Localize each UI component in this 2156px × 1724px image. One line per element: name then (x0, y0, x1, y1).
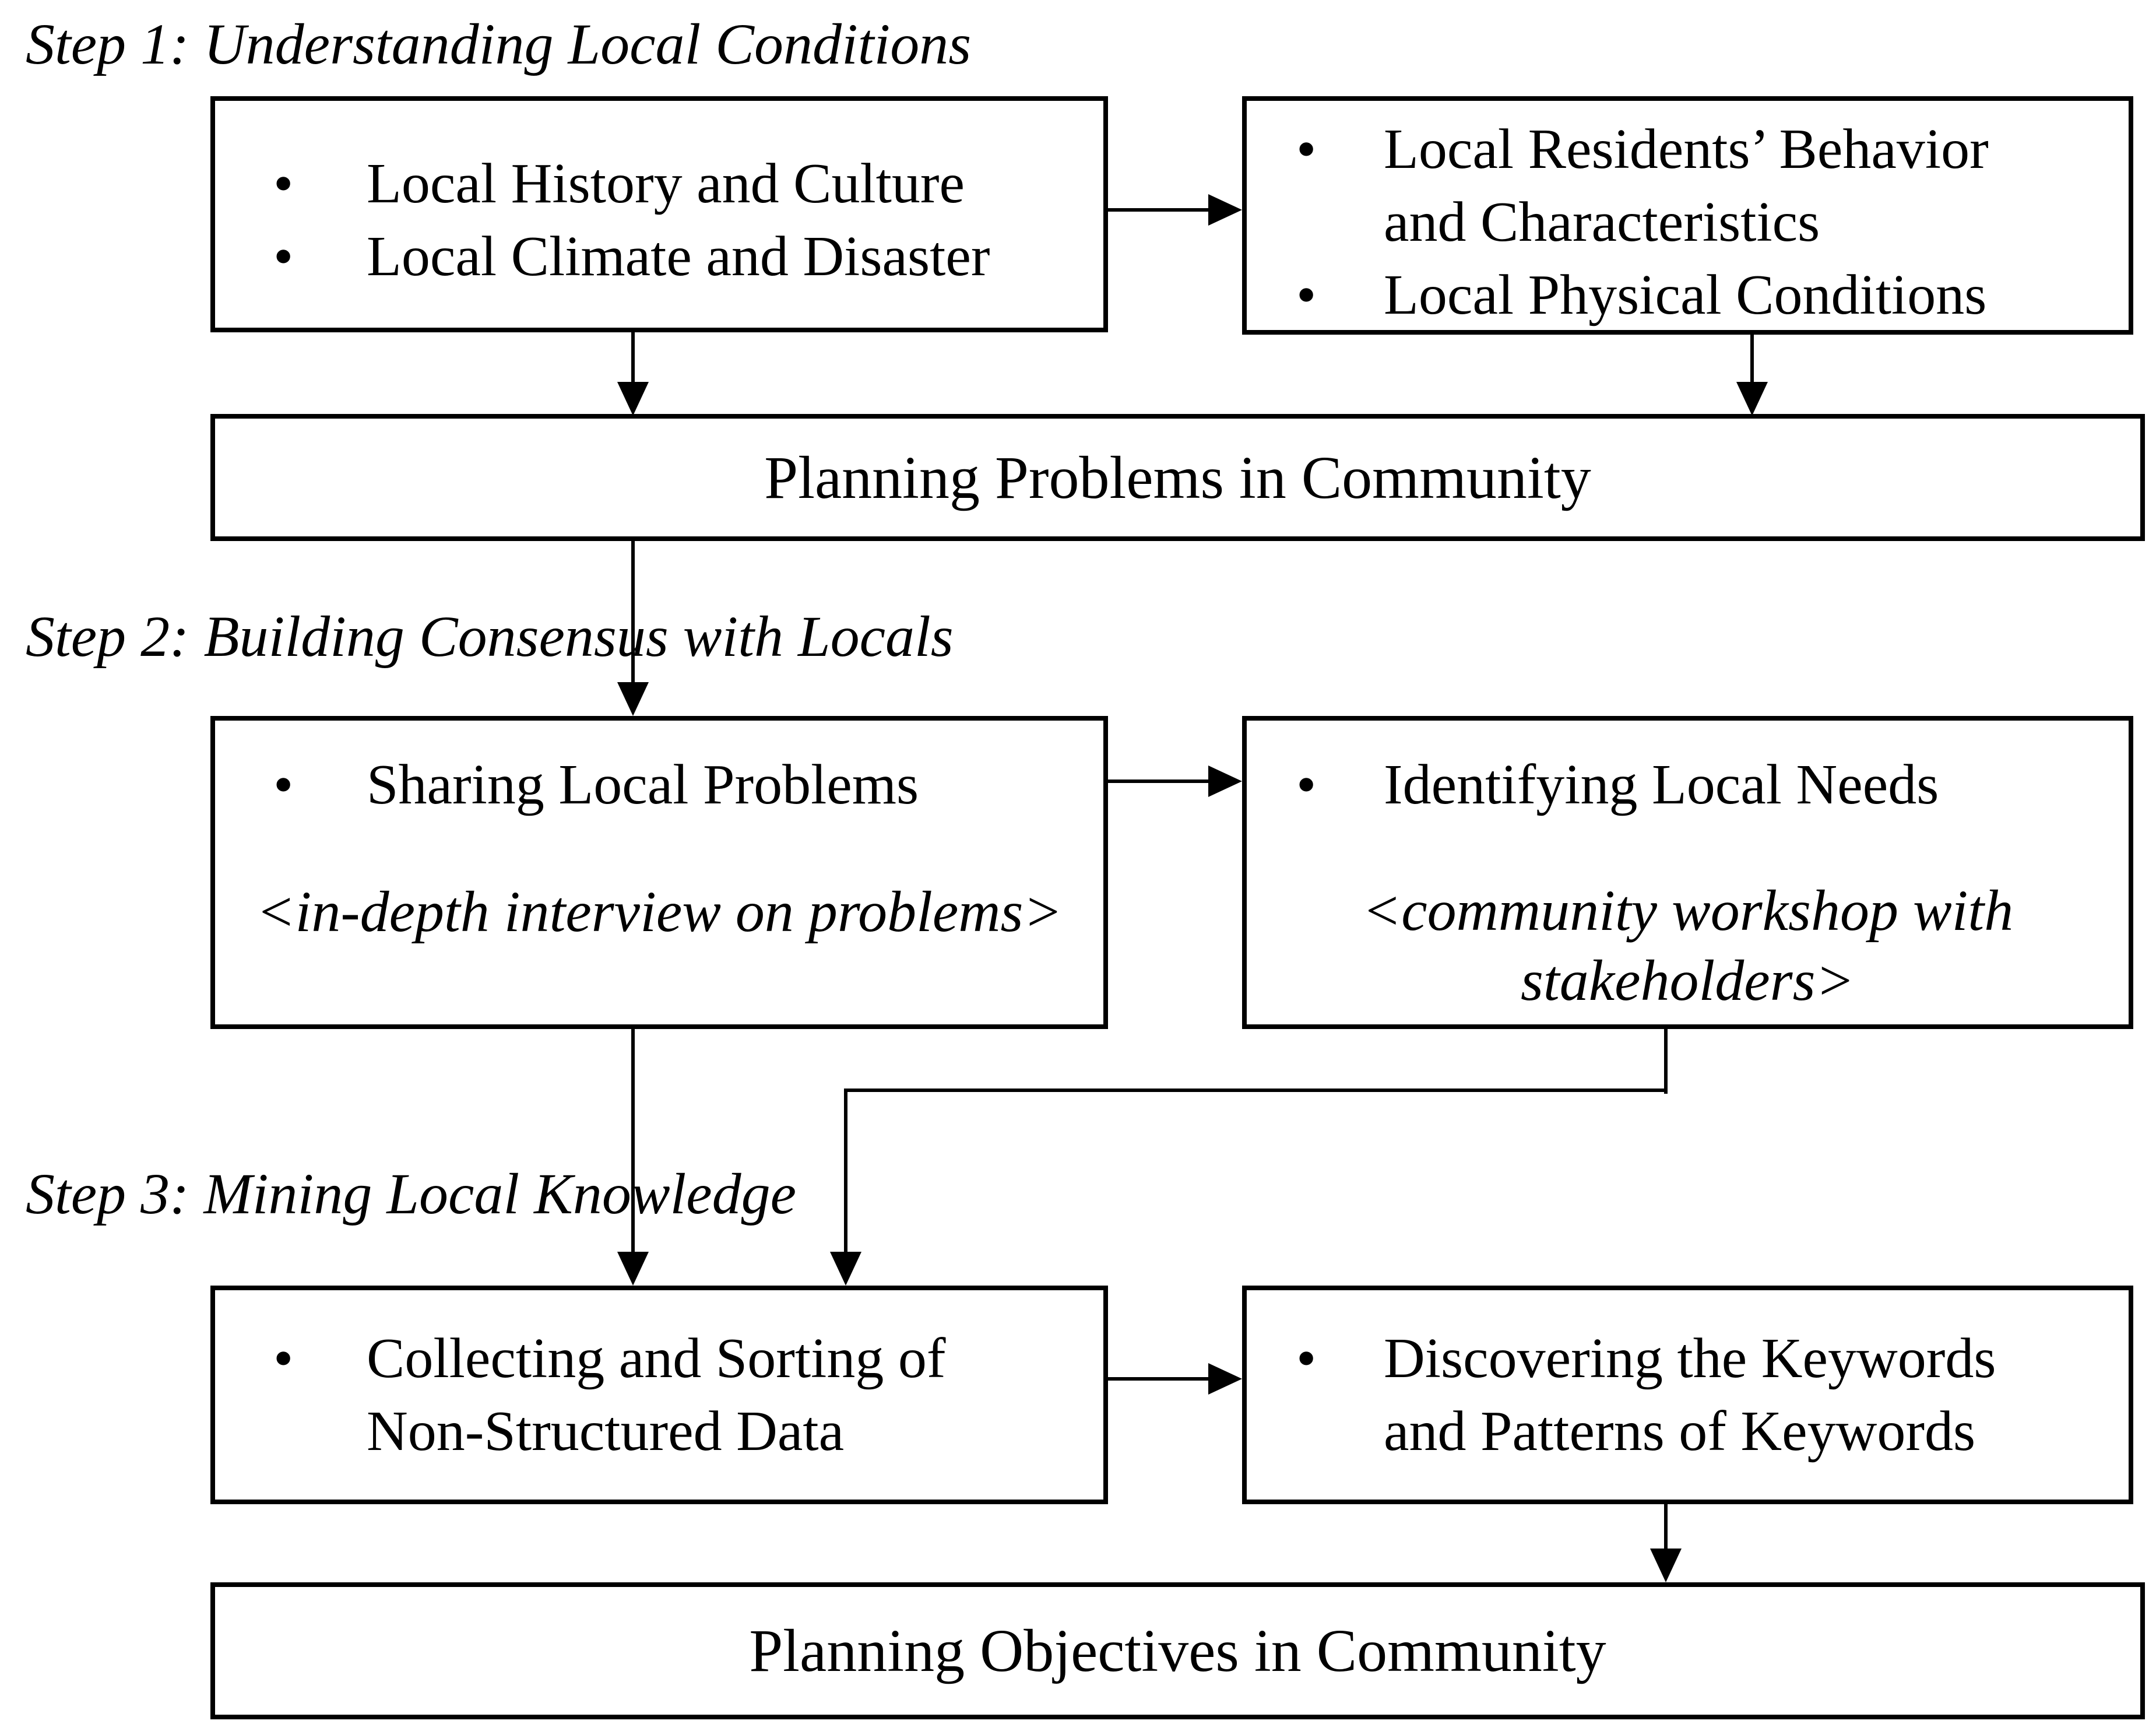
list-item-label: Local History and Culture (367, 152, 965, 215)
bullet-icon: • (1296, 753, 1317, 816)
method-annotation: stakeholders> (1521, 948, 1855, 1013)
connector-needs-to-collecting (844, 1090, 847, 1256)
connector-needs-elbow-across (844, 1089, 1668, 1092)
arrowhead-down-icon (1650, 1549, 1682, 1582)
step1-title: Step 1: Understanding Local Conditions (26, 12, 972, 76)
arrowhead-right-icon (1208, 1363, 1242, 1395)
connector-problems-to-sharing (631, 541, 635, 686)
list-item-label: Identifying Local Needs (1384, 753, 1939, 816)
box-discovering-keywords: • Discovering the Keywords and Patterns … (1242, 1286, 2133, 1504)
method-annotation: <community workshop with (1362, 878, 2014, 943)
bar-planning-problems: Planning Problems in Community (210, 414, 2145, 541)
step2-title: Step 2: Building Consensus with Locals (26, 604, 954, 669)
box-collecting-data: • Collecting and Sorting of Non-Structur… (210, 1286, 1108, 1504)
connector-residents-to-problems (1750, 335, 1754, 384)
list-item-line: Discovering the Keywords (1384, 1326, 1996, 1390)
list-item-line: and Patterns of Keywords (1384, 1399, 1976, 1463)
list-item: • Sharing Local Problems (215, 749, 1103, 821)
connector-conditions-to-residents (1108, 208, 1208, 212)
connector-conditions-to-problems (631, 331, 635, 384)
arrowhead-down-icon (617, 682, 649, 716)
step3-title: Step 3: Mining Local Knowledge (26, 1161, 797, 1226)
list-item: • Identifying Local Needs (1247, 749, 2129, 821)
connector-sharing-to-collecting (631, 1029, 635, 1256)
connector-collecting-to-discovering (1108, 1377, 1208, 1381)
list-item: • Local Residents’ Behavior (1247, 113, 2129, 186)
bullet-icon: • (273, 224, 294, 288)
connector-needs-elbow-down (1664, 1029, 1668, 1094)
method-annotation: <in-depth interview on problems> (256, 879, 1063, 944)
list-item-label: Collecting and Sorting of Non-Structured… (367, 1322, 1103, 1468)
bullet-icon: • (273, 1326, 294, 1390)
list-item: • Discovering the Keywords and Patterns … (1247, 1322, 2129, 1468)
list-item-label: Local Physical Conditions (1384, 264, 1987, 326)
arrowhead-right-icon (1208, 766, 1242, 797)
connector-discovering-to-objectives (1664, 1504, 1668, 1552)
list-item: • Local History and Culture (215, 148, 1103, 220)
arrowhead-down-icon (830, 1252, 861, 1286)
connector-sharing-to-needs (1108, 780, 1208, 783)
list-item: • Local Climate and Disaster (215, 220, 1103, 293)
bar-planning-objectives: Planning Objectives in Community (210, 1582, 2145, 1719)
list-item-label: Local Residents’ Behavior (1384, 118, 1989, 181)
list-item: • Collecting and Sorting of Non-Structur… (215, 1322, 1103, 1468)
arrowhead-down-icon (617, 382, 649, 416)
arrowhead-down-icon (1736, 382, 1768, 416)
box-sharing-problems: • Sharing Local Problems <in-depth inter… (210, 716, 1108, 1029)
list-item-label: Local Climate and Disaster (367, 224, 990, 288)
list-item: • Local Physical Conditions (1247, 259, 2129, 332)
list-item-label: Sharing Local Problems (367, 753, 919, 816)
box-residents-behavior: • Local Residents’ Behavior and Characte… (1242, 96, 2133, 335)
bar-label: Planning Objectives in Community (749, 1617, 1606, 1684)
bullet-icon: • (273, 753, 294, 816)
bar-label: Planning Problems in Community (764, 444, 1591, 511)
box-identifying-needs: • Identifying Local Needs <community wor… (1242, 716, 2133, 1029)
list-item-label: and Characteristics (1384, 191, 1820, 254)
bullet-icon: • (1296, 264, 1317, 326)
bullet-icon: • (273, 152, 294, 215)
list-item-continuation: and Characteristics (1247, 186, 2129, 259)
arrowhead-down-icon (617, 1252, 649, 1286)
arrowhead-right-icon (1208, 194, 1242, 226)
list-item-line: Non-Structured Data (367, 1399, 845, 1463)
list-item-label: Discovering the Keywords and Patterns of… (1384, 1322, 2129, 1468)
bullet-icon: • (1296, 1326, 1317, 1390)
list-item-line: Collecting and Sorting of (367, 1326, 946, 1390)
bullet-icon: • (1296, 118, 1317, 181)
box-local-conditions: • Local History and Culture • Local Clim… (210, 96, 1108, 332)
